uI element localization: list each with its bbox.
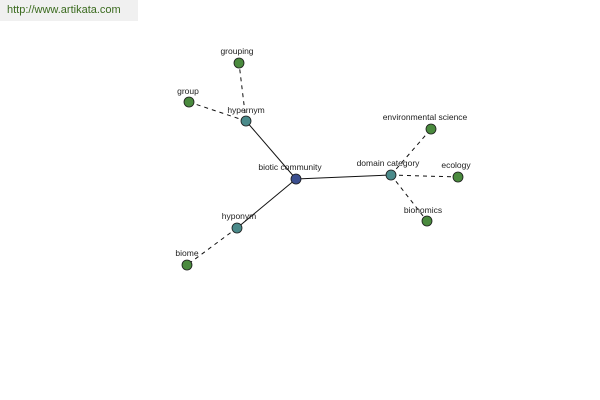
edge-center-hyponym <box>236 178 297 229</box>
node-label-group[interactable]: group <box>177 86 199 96</box>
edges-layer <box>186 62 459 266</box>
node-label-hypernym[interactable]: hypernym <box>227 105 264 115</box>
node-label-biome[interactable]: biome <box>175 248 198 258</box>
node-bionomics[interactable] <box>421 215 433 227</box>
edge-center-hypernym <box>245 120 297 180</box>
source-url-banner: http://www.artikata.com <box>0 0 138 21</box>
node-label-domain[interactable]: domain category <box>357 158 421 168</box>
edge-hypernym-group <box>188 101 247 122</box>
node-domain[interactable] <box>385 169 397 181</box>
node-biome[interactable] <box>181 259 193 271</box>
labels-layer: biotic community hypernym hyponym domain ca… <box>175 46 471 258</box>
edge-center-domain <box>295 174 392 180</box>
node-grouping[interactable] <box>233 57 245 69</box>
source-url[interactable]: http://www.artikata.com <box>7 4 121 16</box>
node-label-center[interactable]: biotic community <box>258 162 322 172</box>
nodes-layer <box>181 57 464 271</box>
node-label-grouping[interactable]: grouping <box>220 46 253 56</box>
node-label-ecology[interactable]: ecology <box>441 160 471 170</box>
edge-domain-bionomics <box>390 174 428 222</box>
edge-domain-ecology <box>390 174 459 178</box>
node-group[interactable] <box>183 96 195 108</box>
node-center[interactable] <box>290 173 302 185</box>
node-label-hyponym[interactable]: hyponym <box>222 211 257 221</box>
node-envsci[interactable] <box>425 123 437 135</box>
node-label-bionomics[interactable]: bionomics <box>404 205 442 215</box>
node-label-envsci[interactable]: environmental science <box>383 112 468 122</box>
edge-hyponym-biome <box>186 227 238 266</box>
edge-domain-envsci <box>390 128 432 176</box>
node-ecology[interactable] <box>452 171 464 183</box>
node-hyponym[interactable] <box>231 222 243 234</box>
node-hypernym[interactable] <box>240 115 252 127</box>
edge-hypernym-grouping <box>238 62 247 122</box>
